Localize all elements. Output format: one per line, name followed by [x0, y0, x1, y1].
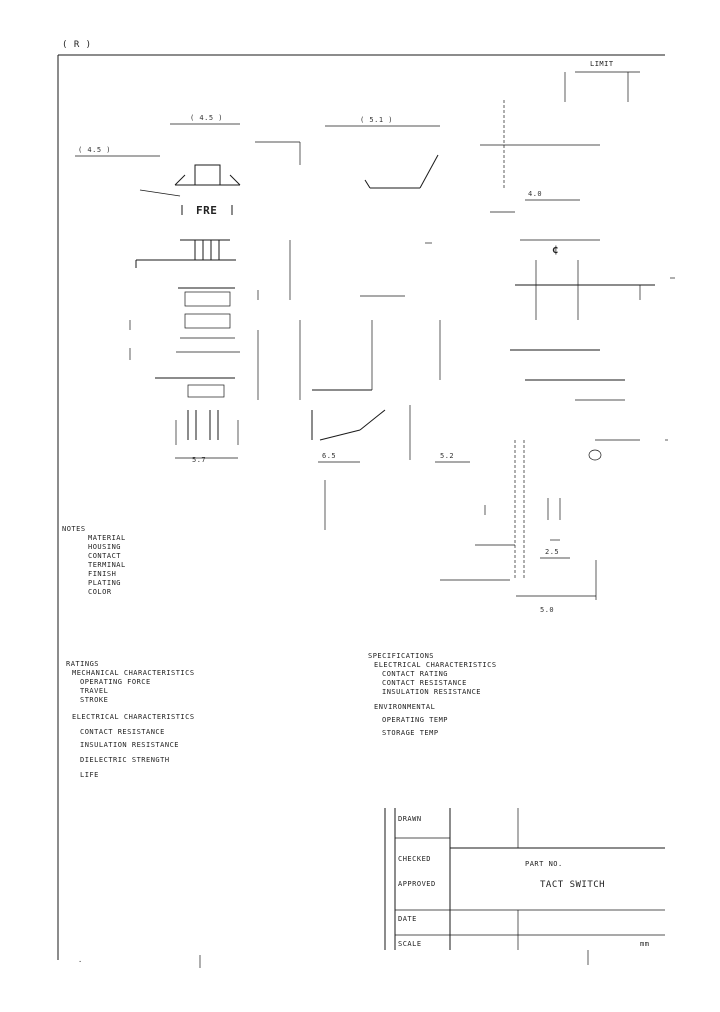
notes-heading: RATINGS — [66, 660, 100, 668]
notes-line: ELECTRICAL CHARACTERISTICS — [374, 661, 497, 669]
notes-line: TERMINAL — [88, 561, 126, 569]
notes-line: LIFE — [80, 771, 99, 779]
notes-line: ENVIRONMENTAL — [374, 703, 436, 711]
notes-block-specifications: SPECIFICATIONS ELECTRICAL CHARACTERISTIC… — [368, 652, 648, 737]
title-block-row-date: DATE — [398, 915, 417, 923]
right-view — [440, 100, 675, 600]
front-view-logo: FRE — [196, 204, 218, 217]
title-block-row-checked: CHECKED — [398, 855, 432, 863]
title-block-row-scale: SCALE — [398, 940, 422, 948]
right-view-overall-dim: 4.0 — [528, 190, 543, 198]
front-view — [75, 123, 259, 459]
title-block-unit: mm — [640, 940, 650, 948]
notes-line: PLATING — [88, 579, 122, 587]
center-view — [255, 125, 470, 530]
center-view-top-dim: ( 5.1 ) — [360, 116, 394, 124]
right-view-pitch-dim: 2.5 — [545, 548, 560, 556]
notes-line: INSULATION RESISTANCE — [80, 741, 180, 749]
title-block-row-drawn: DRAWN — [398, 815, 422, 823]
notes-line: MATERIAL — [88, 534, 126, 542]
notes-line: COLOR — [88, 588, 112, 596]
notes-line: OPERATING FORCE — [80, 678, 151, 686]
notes-line: TRAVEL — [80, 687, 109, 695]
notes-line: CONTACT — [88, 552, 122, 560]
front-view-overall-dim: ( 4.5 ) — [78, 146, 112, 154]
notes-line: HOUSING — [88, 543, 122, 551]
notes-line: STORAGE TEMP — [382, 729, 439, 737]
title-block-lines — [199, 808, 665, 968]
notes-line: INSULATION RESISTANCE — [382, 688, 482, 696]
notes-line: ELECTRICAL CHARACTERISTICS — [72, 713, 195, 721]
notes-line: CONTACT RATING — [382, 670, 449, 678]
title-block-row-approved: APPROVED — [398, 880, 436, 888]
front-view-top-dim: ( 4.5 ) — [190, 114, 224, 122]
notes-line: FINISH — [88, 570, 117, 578]
notes-line: CONTACT RESISTANCE — [382, 679, 467, 687]
right-view-bottom-dim: 5.0 — [540, 606, 555, 614]
top-right-label: LIMIT — [590, 60, 614, 68]
front-view-bottom-dim: 5.7 — [192, 456, 207, 464]
center-view-dim-b: 5.2 — [440, 452, 455, 460]
title-block-part-label: PART NO. — [525, 860, 563, 868]
notes-line: DIELECTRIC STRENGTH — [80, 756, 170, 764]
title-block-title: TACT SWITCH — [540, 880, 606, 890]
center-view-dim-a: 6.5 — [322, 452, 337, 460]
notes-line: STROKE — [80, 696, 109, 704]
footer-mark: · — [78, 958, 83, 966]
notes-line: MECHANICAL CHARACTERISTICS — [72, 669, 195, 677]
right-view-centerline: ¢ — [552, 243, 560, 256]
corner-text: ( R ) — [62, 40, 92, 50]
notes-line: CONTACT RESISTANCE — [80, 728, 165, 736]
notes-block-materials: NOTES MATERIAL HOUSING CONTACT TERMINAL … — [62, 525, 322, 597]
notes-heading: SPECIFICATIONS — [368, 652, 435, 660]
notes-line: OPERATING TEMP — [382, 716, 449, 724]
notes-heading: NOTES — [62, 525, 86, 533]
notes-block-ratings: RATINGS MECHANICAL CHARACTERISTICS OPERA… — [66, 660, 326, 779]
